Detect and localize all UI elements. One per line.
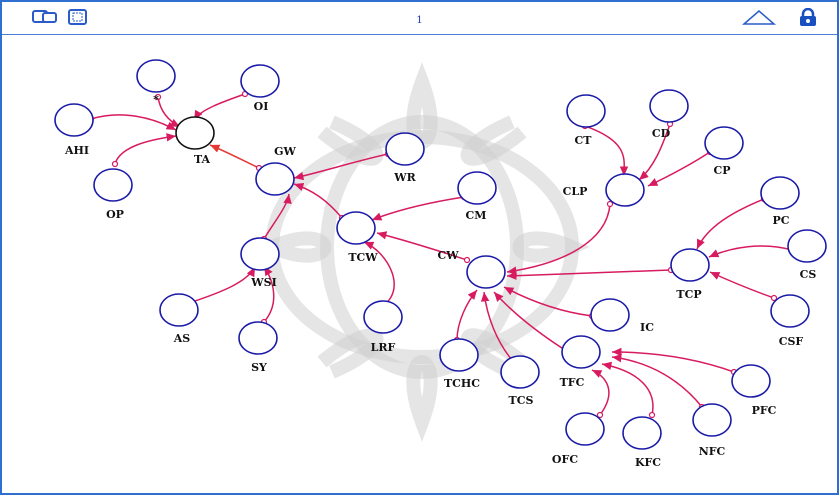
- svg-text:WR: WR: [393, 171, 416, 184]
- node-cs[interactable]: CS: [787, 229, 827, 281]
- node-csf[interactable]: CSF: [770, 294, 810, 348]
- link-top-to-ta: [157, 96, 181, 128]
- node-as[interactable]: AS: [159, 293, 199, 345]
- svg-text:IC: IC: [640, 321, 654, 334]
- node-ahi[interactable]: AHI: [54, 103, 94, 157]
- svg-text:NFC: NFC: [699, 445, 726, 458]
- link-as-to-wsi: [191, 266, 256, 303]
- node-cd[interactable]: CD: [649, 89, 689, 140]
- svg-text:TA: TA: [194, 153, 211, 166]
- node-cm[interactable]: CM: [457, 171, 497, 222]
- link-cd-to-clp: [638, 123, 671, 181]
- node-clp[interactable]: CLP: [563, 173, 645, 207]
- link-wsi-to-gw: [263, 193, 292, 240]
- link-nfc-to-tfc: [611, 354, 703, 408]
- node-tfc[interactable]: TFC: [560, 335, 601, 389]
- link-tfc-to-cw: [493, 291, 566, 351]
- triangle-up-icon[interactable]: [742, 8, 776, 26]
- node-nfc[interactable]: NFC: [692, 403, 732, 458]
- node-lrf[interactable]: LRF: [363, 300, 403, 354]
- svg-text:CLP: CLP: [563, 185, 588, 198]
- link-ofc-to-tfc: [591, 369, 610, 416]
- node-oi[interactable]: OI: [240, 64, 280, 113]
- node-sy[interactable]: SY: [238, 321, 278, 374]
- link-ct-to-clp: [584, 125, 629, 177]
- svg-text:CS: CS: [800, 268, 817, 281]
- svg-text:CSF: CSF: [779, 335, 804, 348]
- svg-text:AHI: AHI: [64, 144, 89, 157]
- link-wr-to-gw: [293, 153, 389, 181]
- node-top-unlabeled[interactable]: *: [136, 59, 176, 106]
- node-tcp[interactable]: TCP: [670, 248, 710, 301]
- link-ic-to-cw: [503, 286, 593, 317]
- link-cp-to-clp: [647, 151, 711, 187]
- link-sy-to-wsi: [263, 265, 275, 323]
- link-ahi-to-ta: [90, 114, 177, 131]
- causal-diagram: * TA OI AHI OP GW WR TCW CM CW WSI AS SY…: [54, 59, 827, 469]
- svg-text:SY: SY: [251, 361, 267, 374]
- svg-text:TCP: TCP: [676, 288, 701, 301]
- svg-text:AS: AS: [173, 332, 191, 345]
- node-tcs[interactable]: TCS: [500, 355, 540, 407]
- link-tchc-to-cw: [456, 289, 478, 341]
- link-cm-to-tcw: [371, 196, 465, 221]
- svg-text:CT: CT: [575, 134, 593, 147]
- link-lrf-to-tcw: [363, 241, 395, 306]
- link-tcp-to-cw: [506, 269, 672, 280]
- link-pfc-to-tfc: [611, 347, 735, 373]
- node-ofc[interactable]: OFC: [552, 412, 605, 466]
- node-wsi[interactable]: WSI: [240, 237, 280, 289]
- node-ta[interactable]: TA: [175, 116, 215, 166]
- svg-text:GW: GW: [274, 145, 296, 158]
- svg-text:CP: CP: [713, 164, 730, 177]
- svg-text:PC: PC: [772, 214, 789, 227]
- link-op-to-ta: [114, 133, 177, 165]
- frame-icon[interactable]: [68, 8, 88, 26]
- link-oi-to-ta: [193, 93, 246, 121]
- lock-icon[interactable]: [798, 8, 818, 26]
- link-tcw-to-gw: [293, 183, 343, 219]
- svg-text:LRF: LRF: [371, 341, 396, 354]
- nodes: * TA OI AHI OP GW WR TCW CM CW WSI AS SY…: [54, 59, 827, 469]
- svg-text:TFC: TFC: [560, 376, 585, 389]
- svg-text:OFC: OFC: [552, 453, 578, 466]
- link-cs-to-tcp: [708, 245, 793, 258]
- svg-text:CM: CM: [466, 209, 487, 222]
- svg-text:TCHC: TCHC: [444, 377, 480, 390]
- link-gw-to-ta: [209, 144, 260, 169]
- svg-text:CW: CW: [437, 249, 459, 262]
- node-pc[interactable]: PC: [760, 176, 800, 227]
- link-cw-to-tcw: [376, 231, 468, 261]
- view-windows-icon[interactable]: [32, 8, 58, 26]
- page-number: 1: [416, 15, 423, 26]
- link-kfc-to-tfc: [601, 361, 654, 416]
- node-op[interactable]: OP: [93, 168, 133, 221]
- node-tchc[interactable]: TCHC: [439, 338, 480, 390]
- svg-text:WSI: WSI: [250, 276, 276, 289]
- svg-text:CD: CD: [652, 127, 671, 140]
- node-kfc[interactable]: KFC: [622, 416, 662, 469]
- svg-text:PFC: PFC: [752, 404, 777, 417]
- link-tcs-to-cw: [480, 291, 513, 361]
- node-gw[interactable]: GW: [255, 145, 297, 196]
- link-csf-to-tcp: [709, 271, 775, 299]
- node-tcw[interactable]: TCW: [336, 211, 378, 264]
- svg-text:TCW: TCW: [348, 251, 378, 264]
- node-ct[interactable]: CT: [566, 94, 606, 147]
- link-clp-to-cw: [506, 203, 611, 275]
- svg-text:KFC: KFC: [635, 456, 661, 469]
- node-cw[interactable]: CW: [437, 249, 506, 289]
- node-wr[interactable]: WR: [385, 132, 425, 184]
- svg-text:OP: OP: [106, 208, 124, 221]
- link-pc-to-tcp: [696, 198, 765, 250]
- node-ic[interactable]: IC: [590, 298, 654, 334]
- svg-text:TCS: TCS: [509, 394, 534, 407]
- svg-text:*: *: [153, 93, 159, 106]
- node-cp[interactable]: CP: [704, 126, 744, 177]
- node-pfc[interactable]: PFC: [731, 364, 777, 417]
- toolbar: 1: [2, 2, 837, 35]
- svg-text:OI: OI: [254, 100, 269, 113]
